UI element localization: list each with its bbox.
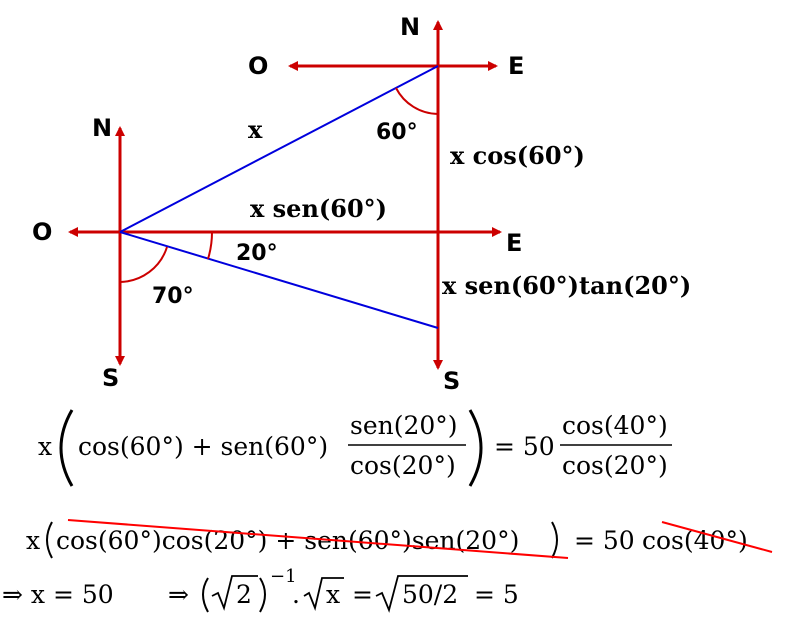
eq1-rhs-numerator: cos(40°) xyxy=(562,411,668,440)
angle-70-label: 70° xyxy=(152,284,194,309)
hypotenuse-segment xyxy=(119,65,439,233)
eq3-dot: . xyxy=(292,580,300,609)
eq2-close-paren xyxy=(551,521,558,559)
lower-segment xyxy=(119,231,439,329)
eq1-variable: x xyxy=(38,432,52,461)
top-east-label: E xyxy=(508,52,524,80)
eq3-implies: ⇒ xyxy=(168,580,189,609)
horizontal-segment-label: x sen(60°) xyxy=(250,194,387,223)
eq2-rhs-strike-line xyxy=(661,521,773,553)
left-west-label: O xyxy=(32,218,52,246)
left-south-label: S xyxy=(102,364,119,392)
eq3-equals: = xyxy=(352,580,373,609)
eq3-sqrt-sign-3 xyxy=(375,575,468,613)
middle-east-label: E xyxy=(506,229,522,257)
eq1-rhs-coefficient: = 50 xyxy=(494,432,555,461)
eq1-frac-denominator: cos(20°) xyxy=(350,451,456,480)
top-west-label: O xyxy=(248,52,268,80)
eq3-root-arg: 2 xyxy=(236,580,252,609)
eq1-close-paren xyxy=(468,409,483,487)
angle-arc-60 xyxy=(395,87,439,115)
left-north-label: N xyxy=(92,114,112,142)
vertical-top-label: x cos(60°) xyxy=(450,141,585,170)
eq3-sqrt-sign-2 xyxy=(303,577,344,611)
angle-20-label: 20° xyxy=(236,241,278,266)
eq3-root-arg-3: 50/2 xyxy=(402,580,458,609)
right-north-label: N xyxy=(400,13,420,41)
equation-1: x cos(60°) + sen(60°) sen(20°) cos(20°) … xyxy=(38,409,672,487)
eq3-exponent: −1 xyxy=(270,566,297,587)
eq2-strike-line xyxy=(67,519,569,559)
eq3-part1: ⇒ x = 50 xyxy=(2,580,114,609)
vertical-bottom-label: x sen(60°)tan(20°) xyxy=(442,271,691,300)
angle-arc-70 xyxy=(119,246,168,283)
eq1-open-paren xyxy=(59,409,74,487)
eq3-open-paren xyxy=(202,577,209,613)
eq3-sqrt-sign-1 xyxy=(211,575,258,611)
equation-3: ⇒ x = 50 ⇒ 2 −1 . x = 50/2 = 5 xyxy=(2,566,519,613)
angle-arc-20 xyxy=(207,231,214,260)
eq3-result: = 5 xyxy=(474,580,519,609)
eq3-close-paren xyxy=(259,577,266,613)
eq3-root-arg-2: x xyxy=(326,580,340,609)
angle-60-label: 60° xyxy=(376,120,418,145)
eq1-term: cos(60°) + sen(60°) xyxy=(78,432,328,461)
eq2-rhs-coefficient: = 50 xyxy=(574,526,635,555)
eq1-rhs-denominator: cos(20°) xyxy=(562,451,668,480)
eq1-frac-numerator: sen(20°) xyxy=(350,411,458,440)
hypotenuse-label: x xyxy=(248,115,263,144)
eq2-open-paren xyxy=(46,521,53,559)
eq2-struck-term: cos(60°)cos(20°) + sen(60°)sen(20°) xyxy=(56,526,519,555)
equation-2: x cos(60°)cos(20°) + sen(60°)sen(20°) = … xyxy=(26,519,773,559)
eq2-variable: x xyxy=(26,526,40,555)
right-south-label: S xyxy=(443,367,460,395)
